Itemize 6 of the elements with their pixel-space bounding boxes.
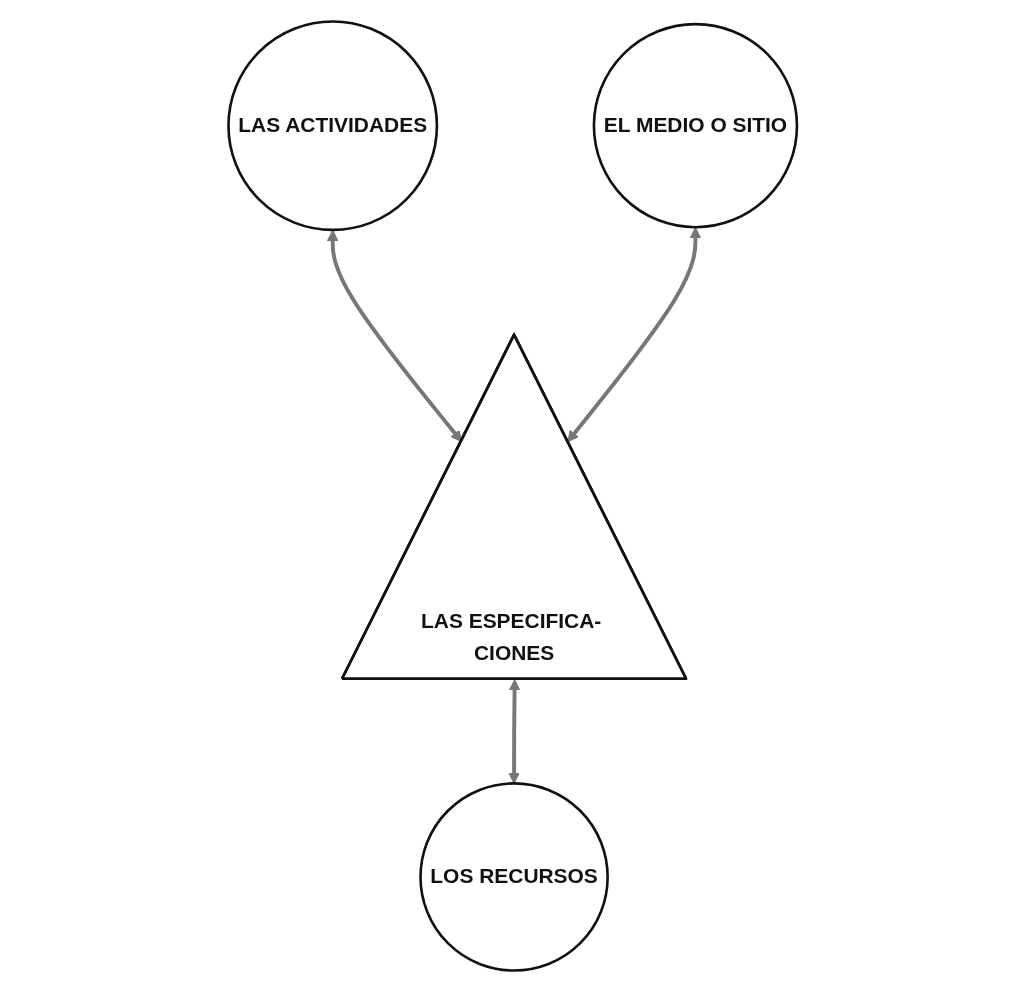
node-circle: EL MEDIO O SITIO [592, 22, 799, 229]
node-circle: LAS ACTIVIDADES [227, 20, 439, 232]
node-circle: LOS RECURSOS [419, 782, 610, 972]
arrow [327, 229, 463, 443]
arrow [567, 227, 702, 443]
arrow [508, 679, 521, 784]
